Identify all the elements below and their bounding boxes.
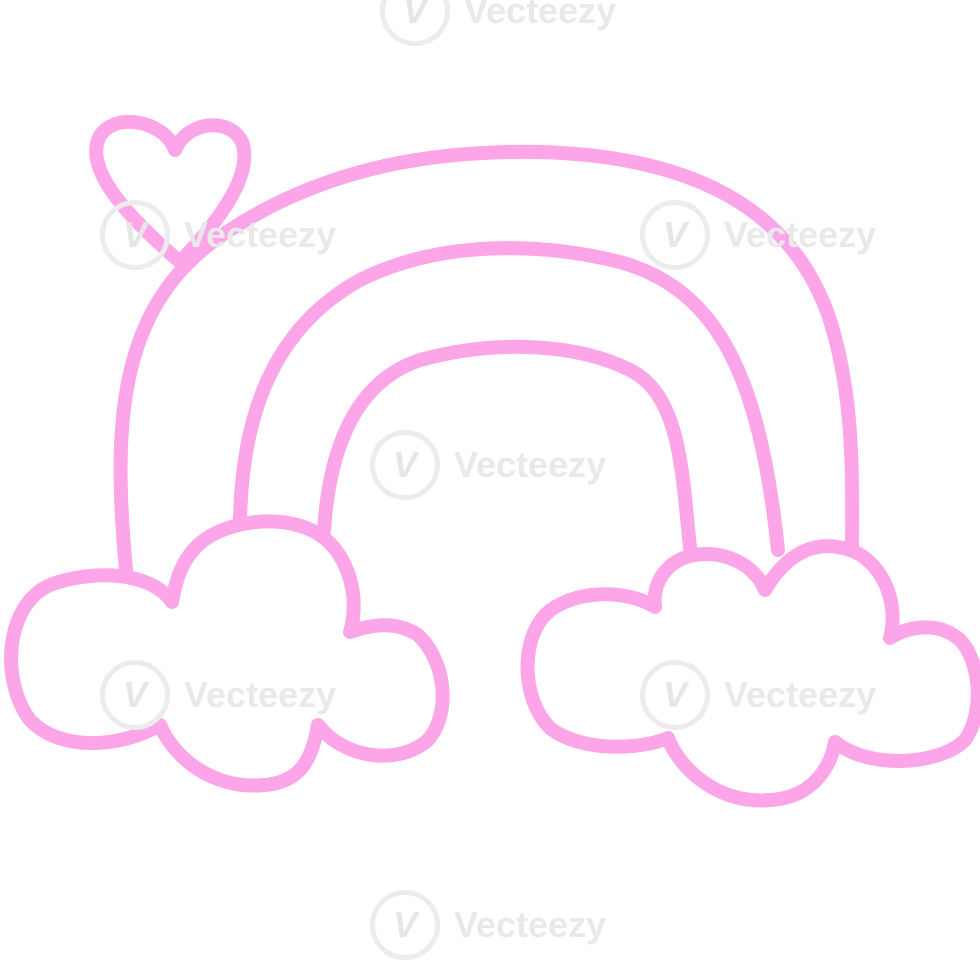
watermark-text: Vecteezy: [184, 214, 337, 255]
watermark-text: Vecteezy: [464, 0, 617, 31]
watermark-logo-icon: V: [370, 430, 440, 500]
watermark: V Vecteezy: [100, 200, 336, 270]
watermark-text: Vecteezy: [454, 904, 607, 945]
watermark-logo-icon: V: [370, 890, 440, 960]
watermark: V Vecteezy: [640, 660, 876, 730]
watermark: V Vecteezy: [100, 660, 336, 730]
watermark: V Vecteezy: [370, 430, 606, 500]
right-cloud: [520, 539, 980, 808]
rainbow-inner-arc: [317, 339, 697, 555]
watermark-text: Vecteezy: [184, 674, 337, 715]
rainbow-outer-arc: [113, 144, 860, 577]
watermark-logo-icon: V: [640, 660, 710, 730]
watermark: V Vecteezy: [370, 890, 606, 960]
watermark-logo-icon: V: [380, 0, 450, 46]
rainbow-middle-arc: [233, 241, 785, 557]
watermark-text: Vecteezy: [724, 674, 877, 715]
watermark-logo-icon: V: [640, 200, 710, 270]
left-cloud: [4, 514, 450, 793]
watermark-text: Vecteezy: [724, 214, 877, 255]
watermark: V Vecteezy: [380, 0, 616, 46]
watermark: V Vecteezy: [640, 200, 876, 270]
watermark-logo-icon: V: [100, 660, 170, 730]
watermark-logo-icon: V: [100, 200, 170, 270]
watermark-text: Vecteezy: [454, 444, 607, 485]
